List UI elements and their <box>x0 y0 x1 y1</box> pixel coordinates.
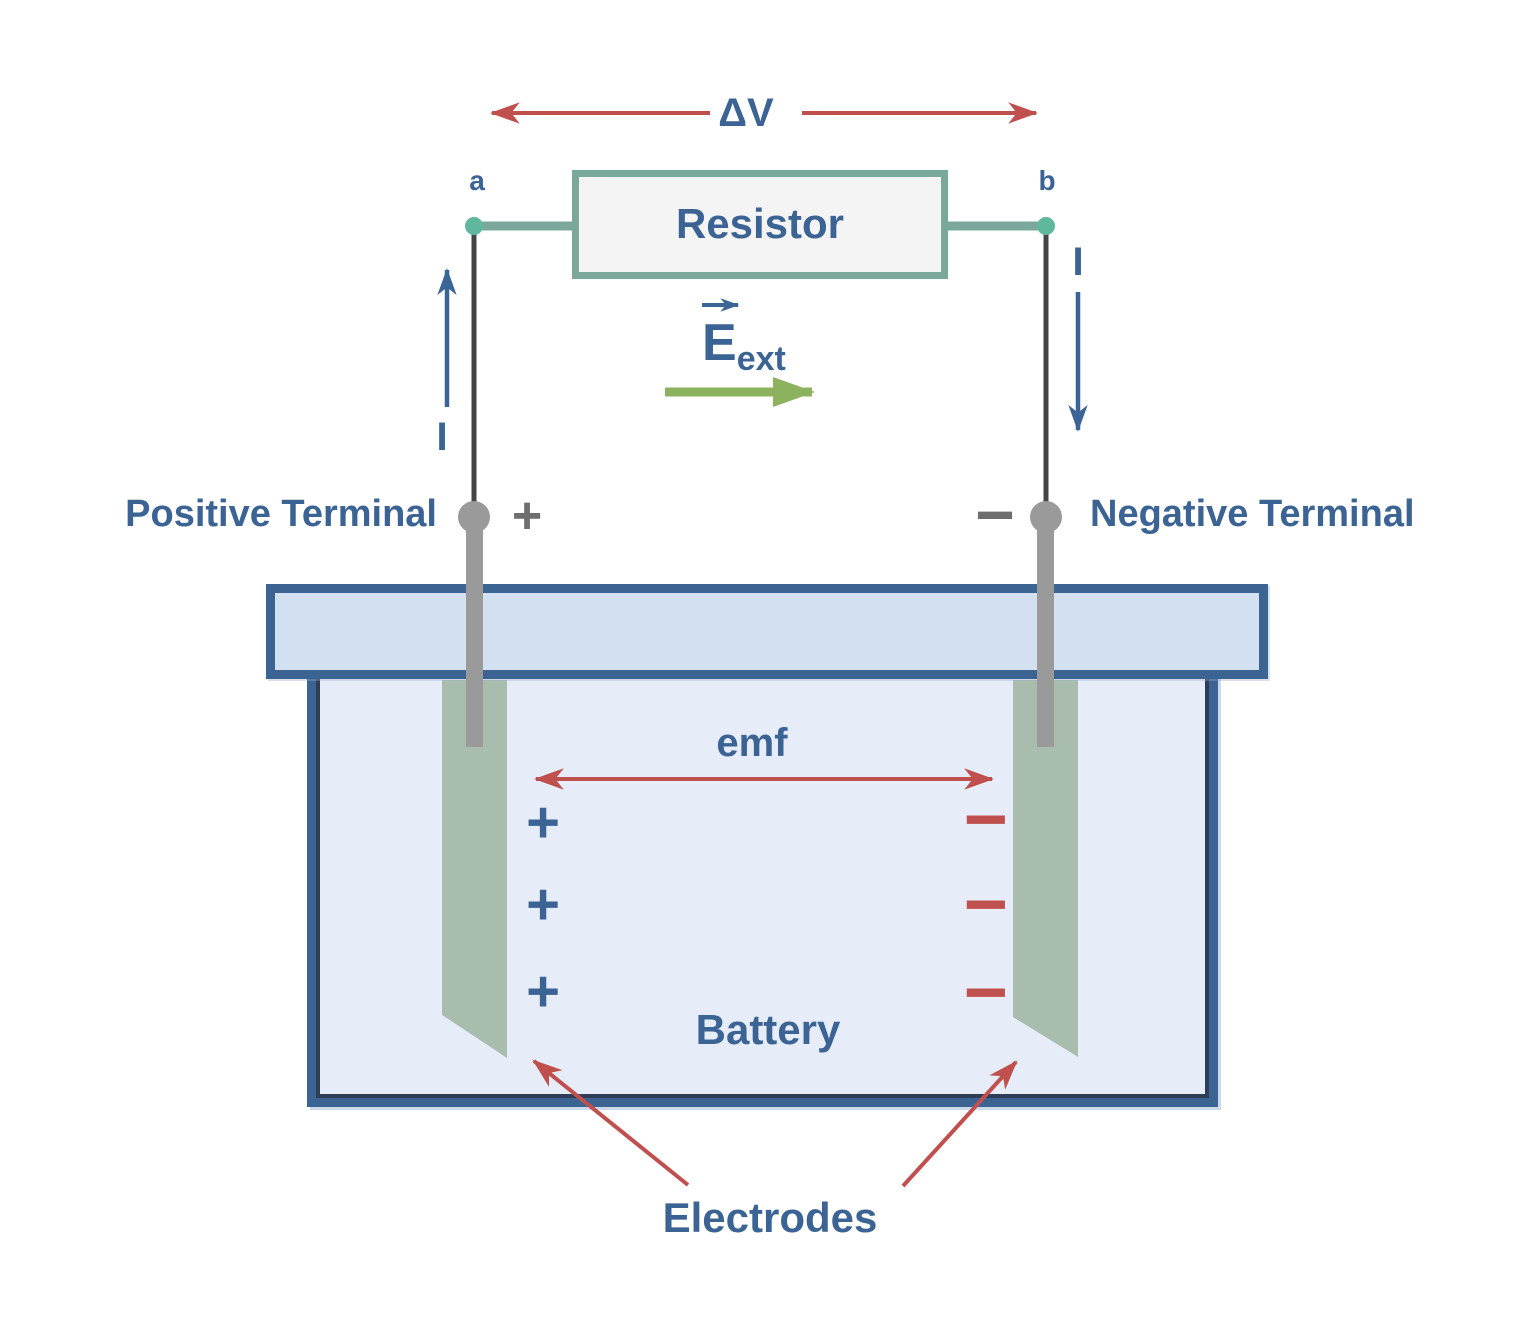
e-field-subscript: ext <box>736 340 786 378</box>
terminal-minus-sign: − <box>975 477 1015 553</box>
node-b-dot <box>1037 217 1055 235</box>
electrode-pointer-right <box>901 1060 1018 1188</box>
negative-charge-sign: − <box>963 777 1009 862</box>
battery-label: Battery <box>695 1006 841 1053</box>
electrode-pointer-left <box>532 1059 690 1187</box>
positive-charge-sign: + <box>526 790 560 855</box>
emf-label: emf <box>716 721 788 765</box>
e-field-label: Eext <box>702 316 786 378</box>
negative-charge-sign: − <box>963 862 1009 947</box>
current-label-left: I <box>436 415 448 459</box>
positive-terminal-cap <box>458 501 490 533</box>
electrodes-label: Electrodes <box>662 1194 878 1241</box>
battery-lid <box>266 584 1268 679</box>
positive-terminal-rod <box>466 517 483 747</box>
positive-charge-sign: + <box>526 872 560 937</box>
negative-terminal-rod <box>1037 517 1054 747</box>
resistor: Resistor <box>572 170 948 279</box>
resistor-label: Resistor <box>675 200 845 248</box>
e-field-symbol: E <box>702 314 737 372</box>
current-label-right: I <box>1072 240 1084 284</box>
terminal-plus-sign: + <box>511 487 543 545</box>
negative-terminal-cap <box>1030 501 1062 533</box>
node-a-dot <box>465 217 483 235</box>
negative-charge-sign: − <box>963 950 1009 1035</box>
node-b-label: b <box>1038 165 1056 196</box>
positive-terminal-label: Positive Terminal <box>125 493 437 535</box>
positive-charge-sign: + <box>526 959 560 1024</box>
negative-terminal-label: Negative Terminal <box>1090 493 1415 535</box>
delta-v-label: ΔV <box>718 91 774 135</box>
node-a-label: a <box>469 165 485 196</box>
